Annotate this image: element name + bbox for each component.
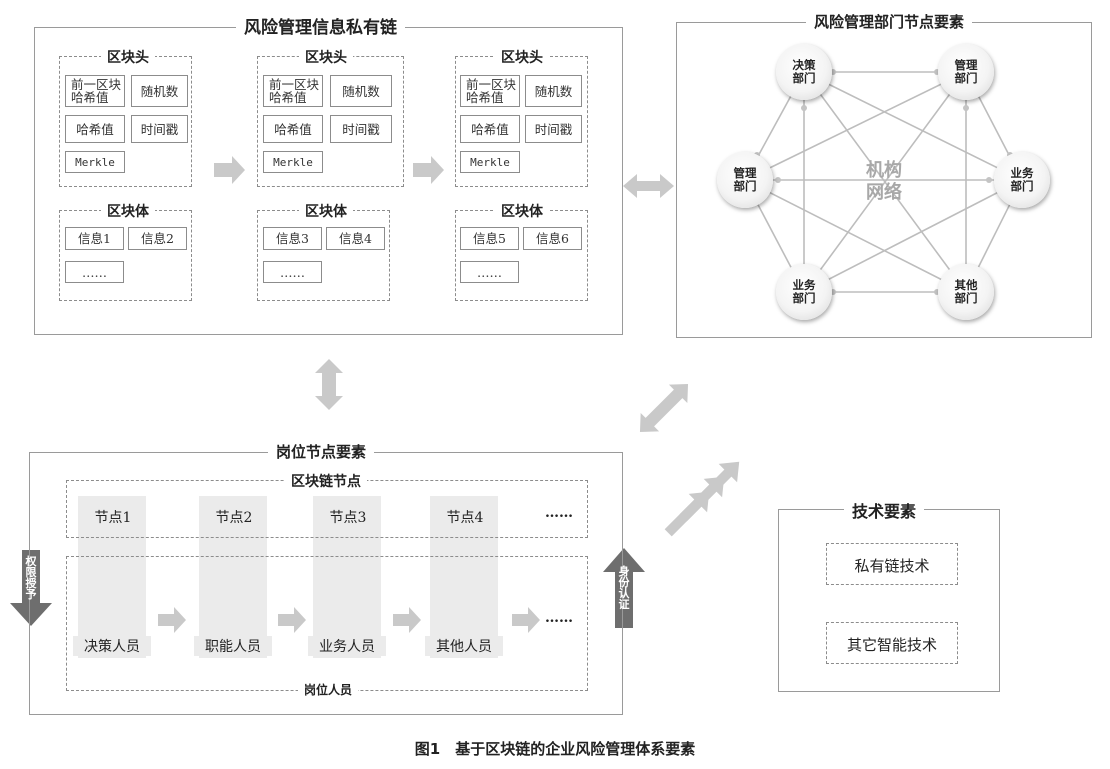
node-col-3	[313, 496, 381, 658]
merkle-cell-3: Merkle	[460, 151, 520, 173]
timestamp-cell-2: 时间戳	[330, 115, 392, 143]
roles-title: 岗位人员	[298, 681, 359, 698]
chain-node-more: ……	[545, 505, 573, 521]
double-arrow-diagonal	[639, 383, 689, 433]
block-arrow-2	[413, 156, 444, 184]
hash-cell-3: 哈希值	[460, 115, 520, 143]
prev-hash-cell-1: 前一区块 哈希值	[65, 75, 125, 107]
network-label-line2: 网络	[866, 182, 902, 203]
role-business: 业务人员	[308, 636, 386, 656]
tech-item-private-chain: 私有链技术	[854, 557, 930, 575]
grant-arrow-label: 权限授予	[25, 555, 37, 601]
prev-hash-cell-3: 前一区块 哈希值	[460, 75, 520, 107]
tech-item-private-chain-box	[826, 543, 958, 585]
chain-node-3: 节点3	[329, 510, 367, 526]
role-decision: 决策人员	[73, 636, 151, 656]
hash-cell-2: 哈希值	[263, 115, 323, 143]
block-header-title-1: 区块头	[101, 47, 155, 67]
info-cell-3a: 信息5	[460, 227, 519, 250]
network-label-line1: 机构	[866, 160, 902, 181]
more-cell-3: ……	[460, 261, 519, 283]
roles-box	[66, 556, 588, 691]
position-panel-title: 岗位节点要素	[268, 441, 375, 462]
role-functional: 职能人员	[194, 636, 272, 656]
info-cell-1b: 信息2	[128, 227, 187, 250]
auth-arrow-label: 身份认证	[618, 565, 630, 611]
block-body-3	[455, 210, 588, 301]
tech-panel-title: 技术要素	[844, 498, 925, 522]
tech-item-smart-box	[826, 622, 958, 664]
merkle-cell-2: Merkle	[263, 151, 323, 173]
block-body-title-1: 区块体	[101, 201, 155, 221]
more-cell-2: ……	[263, 261, 322, 283]
block-body-1	[59, 210, 192, 301]
department-panel-title: 风险管理部门节点要素	[806, 11, 973, 32]
nonce-cell-2: 随机数	[330, 75, 392, 107]
dept-node-business-right: 业务部门	[994, 152, 1050, 208]
blockchain-panel-title: 风险管理信息私有链	[236, 13, 405, 38]
block-arrow-1	[214, 156, 245, 184]
tech-item-smart: 其它智能技术	[846, 636, 937, 654]
merkle-cell-1: Merkle	[65, 151, 125, 173]
chain-nodes-title: 区块链节点	[285, 471, 367, 491]
double-arrow-vertical	[315, 359, 343, 410]
double-arrow-top	[623, 174, 674, 198]
block-header-title-3: 区块头	[495, 47, 549, 67]
grant-arrow	[10, 550, 52, 626]
info-cell-3b: 信息6	[523, 227, 582, 250]
node-col-2	[199, 496, 267, 658]
block-arrows	[214, 156, 444, 184]
chain-node-2: 节点2	[215, 510, 253, 526]
role-more: ……	[545, 610, 573, 626]
chain-node-1: 节点1	[94, 510, 132, 526]
timestamp-cell-3: 时间戳	[525, 115, 582, 143]
node-col-1	[78, 496, 146, 658]
nonce-cell-3: 随机数	[525, 75, 582, 107]
dept-node-other: 其他部门	[938, 264, 994, 320]
hash-cell-1: 哈希值	[65, 115, 125, 143]
info-cell-2b: 信息4	[326, 227, 385, 250]
nonce-cell-1: 随机数	[131, 75, 188, 107]
timestamp-cell-1: 时间戳	[131, 115, 188, 143]
block-header-title-2: 区块头	[299, 47, 353, 67]
auth-arrow	[603, 548, 645, 628]
more-cell-1: ……	[65, 261, 124, 283]
tech-panel	[778, 509, 1000, 692]
node-col-4	[430, 496, 498, 658]
dept-node-decision: 决策部门	[776, 44, 832, 100]
chain-node-4: 节点4	[446, 510, 484, 526]
block-body-title-2: 区块体	[299, 201, 353, 221]
info-cell-2a: 信息3	[263, 227, 322, 250]
network-center-label: 机构 网络	[854, 160, 914, 204]
dept-node-business-bottom: 业务部门	[776, 264, 832, 320]
tech-arrows	[664, 461, 740, 537]
block-body-2	[257, 210, 390, 301]
dept-node-management-left: 管理部门	[717, 152, 773, 208]
block-body-title-3: 区块体	[495, 201, 549, 221]
prev-hash-cell-2: 前一区块 哈希值	[263, 75, 323, 107]
info-cell-1a: 信息1	[65, 227, 124, 250]
dept-node-management-top: 管理部门	[938, 44, 994, 100]
role-arrows	[158, 607, 540, 633]
role-other: 其他人员	[425, 636, 503, 656]
figure-caption: 图1 基于区块链的企业风险管理体系要素	[414, 740, 696, 758]
